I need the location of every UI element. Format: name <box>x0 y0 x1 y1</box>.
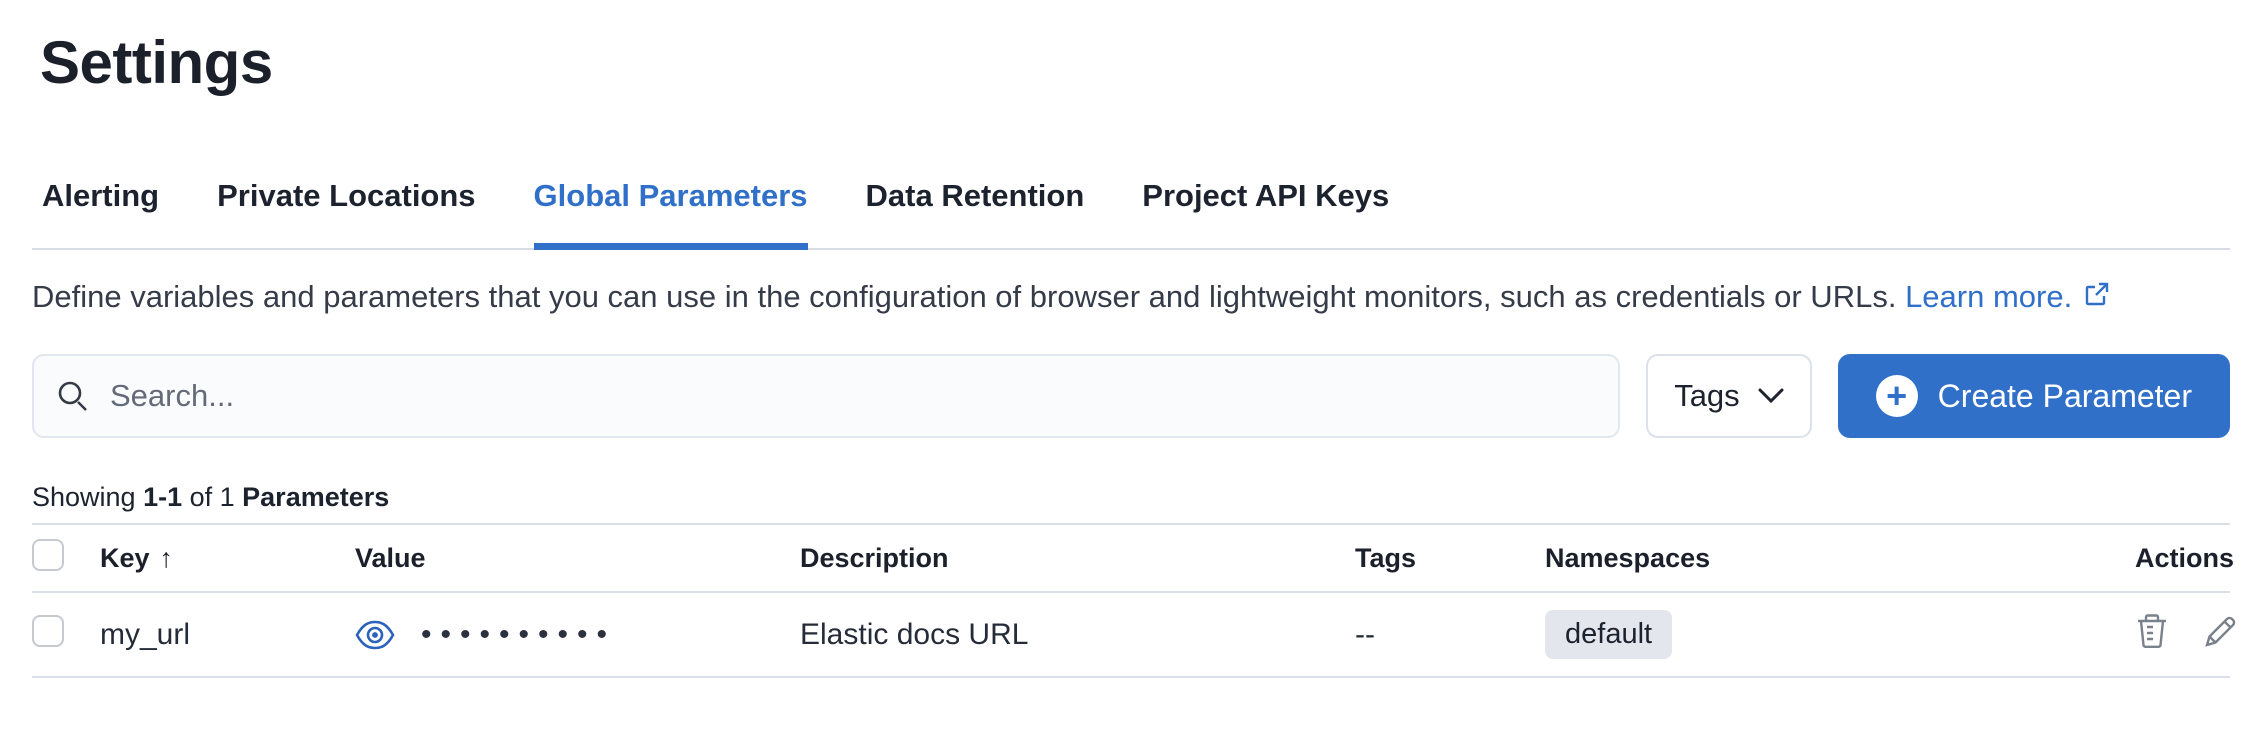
select-all-checkbox[interactable] <box>32 538 64 571</box>
namespace-badge: default <box>1545 610 1673 659</box>
settings-page: Settings Alerting Private Locations Glob… <box>0 28 2262 678</box>
summary-prefix: Showing <box>32 482 144 512</box>
parameters-table: Key ↑ Value Description Tags Namespaces A… <box>32 523 2236 678</box>
column-header-value: Value <box>355 524 800 593</box>
create-parameter-button[interactable]: + Create Parameter <box>1837 354 2230 438</box>
create-parameter-label: Create Parameter <box>1937 377 2192 414</box>
summary-entity: Parameters <box>242 482 390 512</box>
results-summary: Showing 1-1 of 1 Parameters <box>32 482 2230 513</box>
table-header-row: Key ↑ Value Description Tags Namespaces A… <box>32 524 2234 593</box>
search-icon <box>58 381 87 411</box>
table-row: my_url •••••••••• Elastic docs URL -- de… <box>32 592 2236 678</box>
external-link-icon <box>2082 274 2110 324</box>
column-header-tags: Tags <box>1355 524 1545 593</box>
column-header-actions: Actions <box>2135 524 2234 593</box>
param-tags-cell: -- <box>1355 592 1545 678</box>
tags-filter-label: Tags <box>1674 378 1740 413</box>
chevron-down-icon <box>1758 388 1784 404</box>
plus-icon: + <box>1875 375 1918 417</box>
delete-parameter-button[interactable] <box>2135 613 2169 649</box>
page-title: Settings <box>40 29 273 96</box>
sort-ascending-icon: ↑ <box>159 542 174 573</box>
row-actions <box>2135 613 2239 649</box>
search-box[interactable] <box>32 354 1621 438</box>
tab-data-retention[interactable]: Data Retention <box>865 178 1085 213</box>
row-checkbox[interactable] <box>32 614 64 647</box>
settings-tab-bar: Alerting Private Locations Global Parame… <box>32 177 2230 250</box>
column-header-namespaces: Namespaces <box>1545 524 2135 593</box>
parameters-description: Define variables and parameters that you… <box>32 272 2230 324</box>
tab-global-parameters[interactable]: Global Parameters <box>533 177 808 250</box>
learn-more-label: Learn more. <box>1905 279 2073 314</box>
pencil-icon <box>2205 616 2236 647</box>
param-description-cell: Elastic docs URL <box>800 592 1355 678</box>
summary-middle: of 1 <box>182 482 243 512</box>
summary-range: 1-1 <box>143 482 183 512</box>
tags-filter-button[interactable]: Tags <box>1646 354 1812 438</box>
masked-value: •••••••••• <box>421 617 617 651</box>
column-header-description: Description <box>800 524 1355 593</box>
eye-icon[interactable] <box>355 620 395 650</box>
tab-alerting[interactable]: Alerting <box>42 178 160 213</box>
param-value-cell: •••••••••• <box>355 618 800 652</box>
description-text: Define variables and parameters that you… <box>32 279 1897 314</box>
learn-more-link[interactable]: Learn more. <box>1905 279 2110 314</box>
parameters-toolbar: Tags + Create Parameter <box>32 354 2230 438</box>
edit-parameter-button[interactable] <box>2203 613 2239 649</box>
tab-project-api-keys[interactable]: Project API Keys <box>1142 178 1390 213</box>
param-key-cell: my_url <box>100 592 355 678</box>
trash-icon <box>2138 613 2166 648</box>
key-header-label: Key <box>100 542 150 573</box>
column-header-key[interactable]: Key ↑ <box>100 524 355 593</box>
tab-private-locations[interactable]: Private Locations <box>217 178 476 213</box>
search-input[interactable] <box>110 378 1597 414</box>
